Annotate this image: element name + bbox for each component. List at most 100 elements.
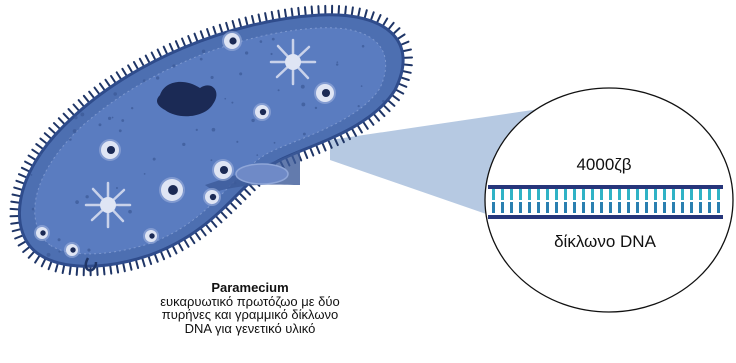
granule [202, 50, 206, 54]
dna-base-bottom [663, 202, 666, 213]
dna-base-top [618, 189, 621, 200]
dna-strand-top [488, 185, 723, 189]
granule [303, 133, 306, 136]
dna-base-top [501, 189, 504, 200]
granule [336, 63, 338, 65]
granule [212, 128, 216, 132]
dna-base-bottom [582, 202, 585, 213]
granule [305, 179, 308, 182]
dna-base-top [672, 189, 675, 200]
food-particle [107, 146, 115, 154]
granule [245, 51, 248, 54]
dna-base-top [600, 189, 603, 200]
granule [90, 19, 94, 23]
granule [281, 196, 283, 198]
food-particle [220, 166, 228, 174]
granule [119, 129, 122, 132]
dna-base-bottom [636, 202, 639, 213]
granule [48, 111, 51, 114]
granule [379, 219, 382, 222]
granule [144, 173, 146, 175]
granule [59, 24, 62, 27]
granule [357, 256, 360, 259]
dna-base-top [591, 189, 594, 200]
dna-base-bottom [690, 202, 693, 213]
granule [308, 250, 311, 253]
granule [112, 117, 114, 119]
granule [211, 159, 213, 161]
genome-size-label: 4000ζβ [576, 155, 631, 174]
granule [212, 32, 214, 34]
granule [256, 154, 258, 156]
food-particle [210, 194, 216, 200]
granule [156, 76, 159, 79]
granule [99, 123, 102, 126]
granule [272, 38, 275, 41]
dna-base-bottom [717, 202, 720, 213]
dna-base-top [699, 189, 702, 200]
granule [172, 64, 175, 67]
dna-base-bottom [672, 202, 675, 213]
food-particle [168, 185, 178, 195]
granule [198, 260, 202, 264]
food-particle [229, 37, 236, 44]
granule [153, 158, 156, 161]
dna-base-bottom [519, 202, 522, 213]
granule [75, 200, 79, 204]
dna-base-bottom [555, 202, 558, 213]
granule [61, 95, 64, 98]
granule [121, 119, 124, 122]
granule [301, 85, 305, 89]
dna-base-top [555, 189, 558, 200]
granule [306, 214, 309, 217]
dna-base-top [492, 189, 495, 200]
dna-base-bottom [708, 202, 711, 213]
granule [336, 230, 338, 232]
dna-base-bottom [528, 202, 531, 213]
granule [108, 117, 111, 120]
dna-base-top [654, 189, 657, 200]
dna-base-bottom [591, 202, 594, 213]
granule [386, 250, 390, 254]
granule [260, 40, 263, 43]
granule [270, 53, 272, 55]
granule [74, 116, 78, 120]
granule [395, 184, 397, 186]
food-particle [40, 230, 45, 235]
granule [382, 100, 385, 103]
granule [361, 85, 363, 87]
dna-base-bottom [510, 202, 513, 213]
granule [396, 230, 399, 233]
dna-base-bottom [654, 202, 657, 213]
granule [213, 245, 216, 248]
contractile-vacuole-upper [271, 40, 315, 84]
granule [119, 32, 121, 34]
granule [278, 89, 280, 91]
dna-base-top [609, 189, 612, 200]
organism-description: ευκαρυωτικό πρωτόζωο με δύο πυρήνες και … [150, 295, 350, 336]
granule [60, 36, 62, 38]
granule [274, 142, 276, 144]
granule [157, 263, 161, 267]
organism-name: Paramecium [150, 281, 350, 295]
granule [240, 248, 242, 250]
granule [29, 140, 32, 143]
dna-base-top [636, 189, 639, 200]
granule [113, 92, 116, 95]
dna-base-top [717, 189, 720, 200]
dna-base-bottom [699, 202, 702, 213]
granule [336, 61, 338, 63]
granule [320, 247, 323, 250]
food-particle [70, 247, 75, 252]
granule [358, 105, 360, 107]
dna-base-top [582, 189, 585, 200]
granule [196, 129, 198, 131]
dna-base-top [663, 189, 666, 200]
food-particle [149, 233, 154, 238]
granule [87, 249, 90, 252]
granule [60, 59, 63, 62]
granule [273, 236, 275, 238]
dna-base-bottom [627, 202, 630, 213]
dna-base-top [546, 189, 549, 200]
